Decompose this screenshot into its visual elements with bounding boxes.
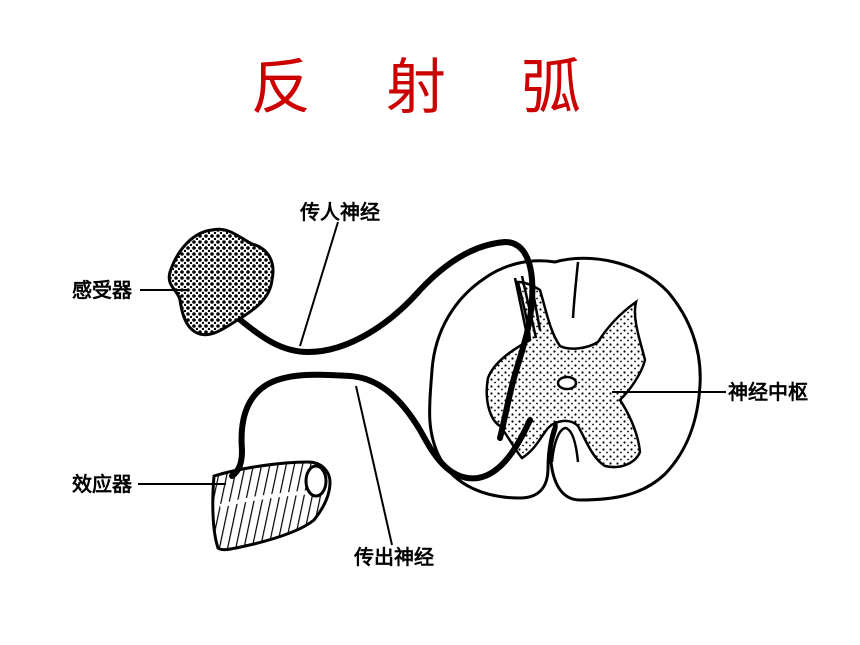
afferent-nerve-path <box>235 238 536 441</box>
center-label: 神经中枢 <box>728 380 808 404</box>
receptor-blob <box>167 227 275 337</box>
effector-groove <box>219 490 315 508</box>
dorsal-median-line <box>571 261 580 319</box>
receptor-label: 感受器 <box>72 278 132 302</box>
central-canal <box>556 375 578 391</box>
efferent-nerve-label: 传出神经 <box>354 545 434 569</box>
afferent-nerve-label: 传人神经 <box>300 200 380 224</box>
grey-matter <box>485 280 647 469</box>
efferent-nerve-path <box>229 371 533 482</box>
page-title: 反 射 弧 <box>250 53 610 123</box>
effector-muscle <box>211 460 332 552</box>
effector-label: 效应器 <box>72 472 132 496</box>
efferent-leader <box>355 385 393 546</box>
afferent-leader <box>299 221 339 347</box>
effector-end <box>304 464 328 498</box>
ventral-median-fissure <box>550 426 580 463</box>
